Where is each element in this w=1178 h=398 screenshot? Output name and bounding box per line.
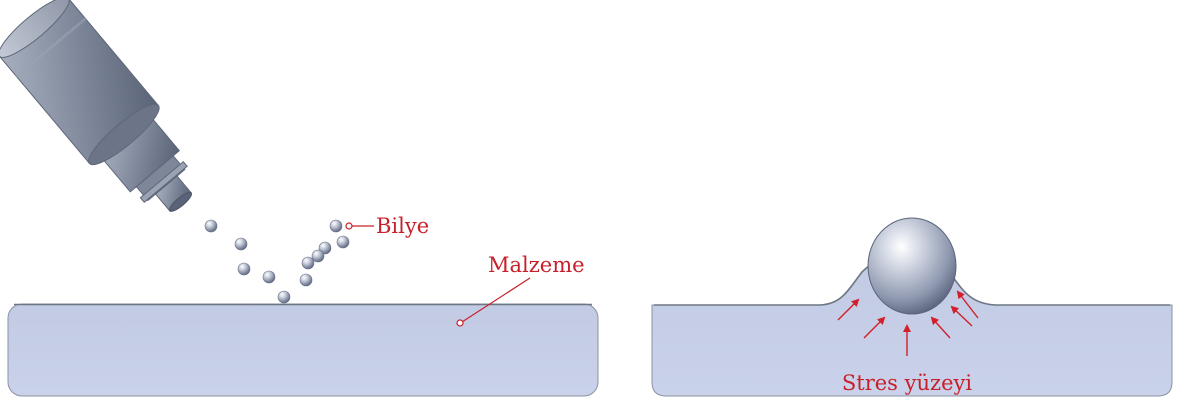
shot-ball-large-icon — [867, 217, 957, 315]
compressive-stress-arrow-icon — [863, 316, 886, 339]
shot-ball-icon — [311, 249, 325, 263]
stress-surface-label: Stres yüzeyi — [842, 371, 972, 395]
shot-label: Bilye — [376, 214, 429, 238]
shot-ball-icon — [277, 290, 291, 304]
shot-ball-icon — [301, 256, 315, 270]
compressive-stress-arrows — [837, 290, 979, 356]
shot-ball-icon — [329, 219, 343, 233]
shot-peening-nozzle-icon — [0, 0, 193, 212]
material-label: Malzeme — [488, 253, 585, 277]
shot-label-leader — [345, 222, 374, 230]
shot-ball-icon — [204, 219, 218, 233]
shot-ball-icon — [262, 270, 276, 284]
right-panel: Stres yüzeyi — [651, 217, 1173, 397]
compressive-stress-arrow-icon — [956, 290, 979, 319]
shot-ball-icon — [299, 273, 313, 287]
left-panel: Bilye Malzeme — [0, 0, 599, 397]
shot-ball-icon — [234, 237, 248, 251]
compressive-stress-arrow-icon — [950, 305, 973, 327]
compressive-stress-arrow-icon — [930, 316, 951, 339]
shot-balls — [204, 219, 350, 304]
compressive-stress-arrow-icon — [837, 298, 860, 321]
shot-ball-icon — [237, 262, 251, 276]
shot-ball-icon — [318, 241, 332, 255]
shot-ball-icon — [336, 235, 350, 249]
material-label-leader — [456, 277, 531, 327]
material-block — [7, 303, 599, 397]
